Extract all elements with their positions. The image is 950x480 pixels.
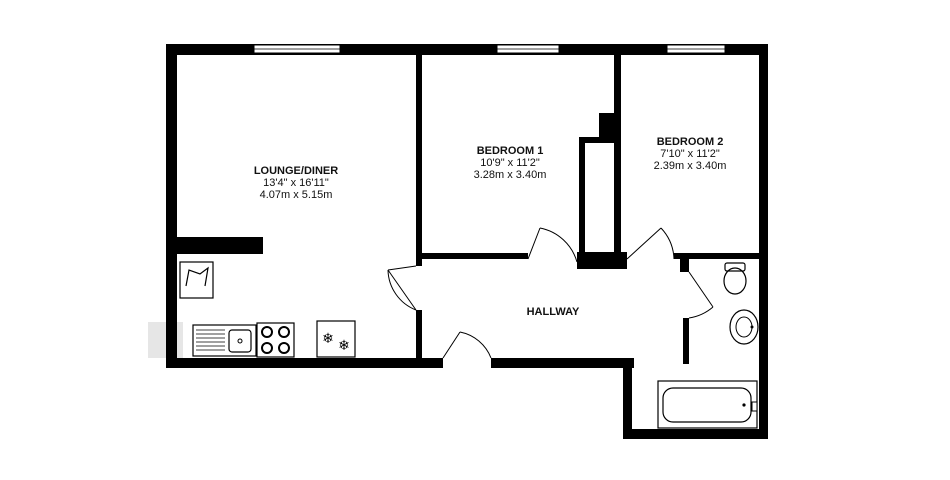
door-bathroom: [688, 271, 714, 319]
internal-walls: [177, 55, 759, 364]
door-bedroom2: [626, 227, 675, 260]
room-lounge-imperial: 13'4" x 16'11": [263, 177, 329, 189]
room-hallway: HALLWAY: [527, 306, 580, 318]
bath-icon: [657, 380, 758, 429]
room-lounge-name: LOUNGE/DINER: [254, 165, 338, 177]
door-bedroom1: [527, 227, 578, 263]
svg-text:❄: ❄: [322, 331, 334, 347]
washing-machine-icon: [179, 261, 214, 299]
svg-text:❄: ❄: [338, 338, 350, 354]
room-bedroom1-metric: 3.28m x 3.40m: [474, 169, 547, 181]
windows: [253, 44, 726, 54]
room-hallway-name: HALLWAY: [527, 306, 580, 318]
outer-walls: [166, 44, 768, 439]
room-lounge-metric: 4.07m x 5.15m: [260, 189, 333, 201]
room-bedroom2: BEDROOM 2 7'10" x 11'2" 2.39m x 3.40m: [654, 136, 727, 172]
room-bedroom1-name: BEDROOM 1: [477, 145, 544, 157]
hob-icon: [256, 322, 295, 358]
room-lounge: LOUNGE/DINER 13'4" x 16'11" 4.07m x 5.15…: [254, 165, 338, 201]
toilet-icon: [723, 262, 747, 295]
room-bedroom1: BEDROOM 1 10'9" x 11'2" 3.28m x 3.40m: [474, 145, 547, 181]
fridge-freezer-icon: ❄ ❄: [316, 320, 356, 358]
basin-icon: [729, 309, 759, 345]
door-lounge: [387, 265, 417, 311]
doors: [387, 227, 714, 359]
room-bedroom1-imperial: 10'9" x 11'2": [480, 157, 540, 169]
room-bedroom2-name: BEDROOM 2: [657, 136, 724, 148]
room-bedroom2-imperial: 7'10" x 11'2": [660, 148, 720, 160]
door-front: [442, 331, 492, 359]
room-bedroom2-metric: 2.39m x 3.40m: [654, 160, 727, 172]
kitchen-shadow: [148, 322, 183, 358]
sink-icon: [192, 324, 257, 357]
